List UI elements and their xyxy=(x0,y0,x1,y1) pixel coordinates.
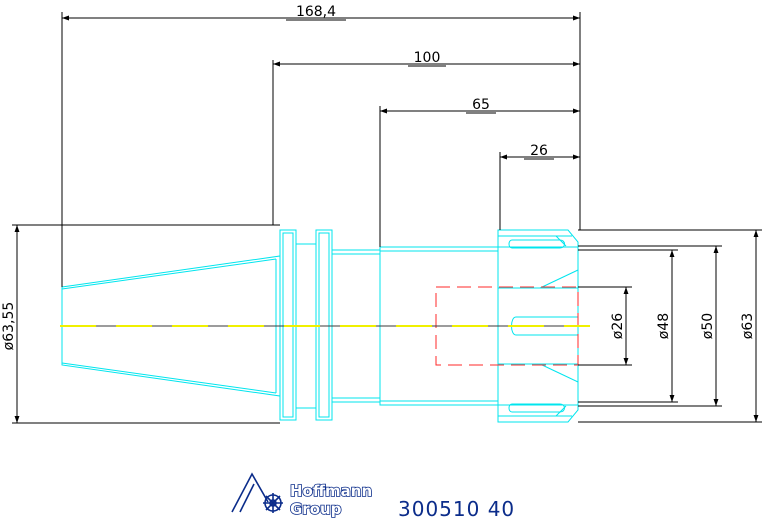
dim-dia-63: ø63 xyxy=(740,313,756,339)
collet-nut xyxy=(497,229,579,423)
article-number: 300510 40 xyxy=(398,497,515,521)
hoffmann-logo-icon xyxy=(231,472,283,513)
dim-length-26: 26 xyxy=(530,143,548,159)
dimension-labels: 168,4 100 65 26 ø63,55 ø26 ø48 ø50 ø63 xyxy=(1,4,756,350)
dimension-lines xyxy=(12,12,762,424)
dim-dia-26: ø26 xyxy=(610,313,626,339)
dim-dia-left: ø63,55 xyxy=(1,302,17,351)
brand-name-line1: Hoffmann xyxy=(290,482,372,500)
brand-name-line2: Group xyxy=(290,500,342,518)
dim-length-65: 65 xyxy=(472,97,490,113)
dim-dia-48: ø48 xyxy=(656,313,672,339)
dim-overall-length: 168,4 xyxy=(296,4,336,20)
dim-dia-50: ø50 xyxy=(700,313,716,339)
dim-length-100: 100 xyxy=(414,50,441,66)
